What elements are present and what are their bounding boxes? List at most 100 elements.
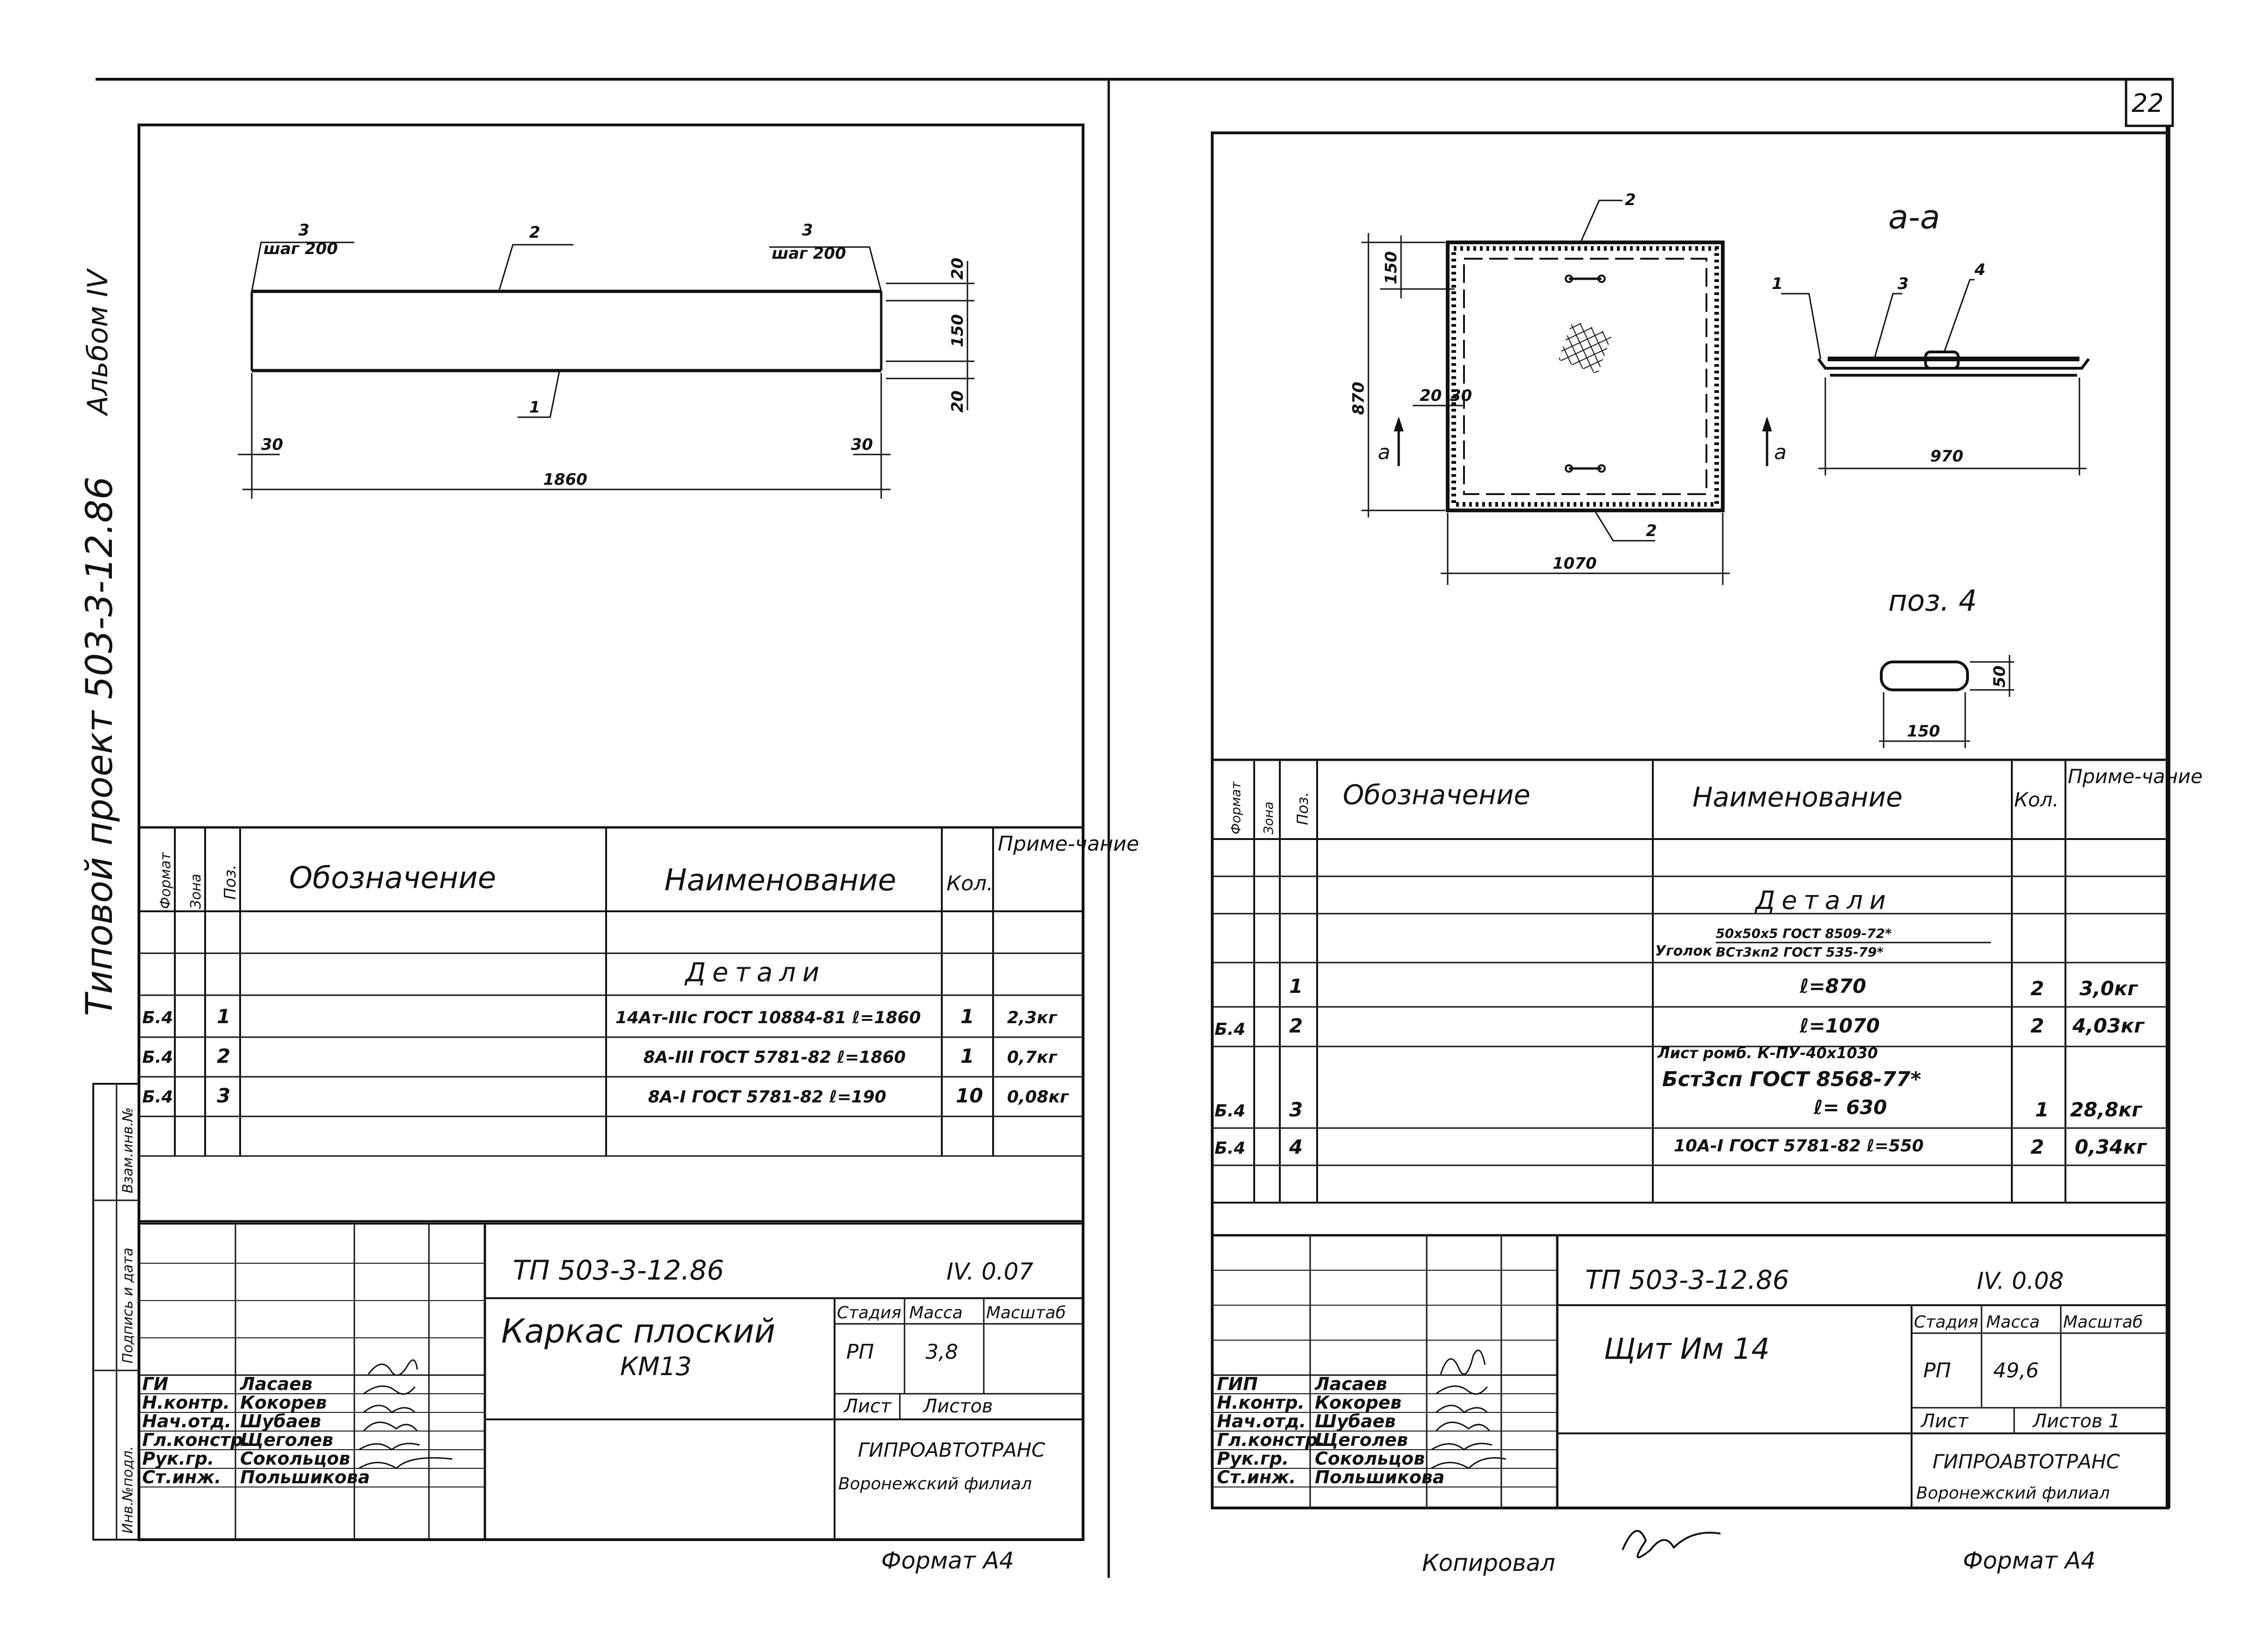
svg-text:10А-I ГОСТ 5781-82 ℓ=550: 10А-I ГОСТ 5781-82 ℓ=550 xyxy=(1674,1136,1924,1156)
stamp1-sheet-code: IV. 0.07 xyxy=(946,1258,1034,1285)
dim-30-left: 30 xyxy=(261,435,283,454)
svg-text:Польшикова: Польшикова xyxy=(1315,1467,1444,1487)
stamp2-mass: 49,6 xyxy=(1993,1359,2039,1383)
stamp1-stage: РП xyxy=(846,1340,874,1364)
hdr2-designation: Обозначение xyxy=(1343,779,1530,811)
sheet-rhomb-line1: Лист ромб. К-ПУ-40х1030 xyxy=(1657,1044,1878,1062)
svg-text:Шубаев: Шубаев xyxy=(240,1411,321,1432)
stamp2-scale-h: Масштаб xyxy=(2063,1313,2143,1332)
svg-text:Б.4: Б.4 xyxy=(142,1048,173,1067)
svg-text:0,08кг: 0,08кг xyxy=(1007,1088,1069,1107)
plan-dim-1070: 1070 xyxy=(1553,554,1597,573)
stamp2-sheets-h: Листов 1 xyxy=(2032,1411,2120,1432)
svg-text:1: 1 xyxy=(2035,1098,2049,1121)
svg-text:3,0кг: 3,0кг xyxy=(2079,977,2139,1000)
side-album-label: Альбом IV xyxy=(82,268,114,417)
aa-label-4: 4 xyxy=(1974,261,1986,279)
dim-20a: 20 xyxy=(948,258,967,280)
stamp2-stage-h: Стадия xyxy=(1914,1313,1978,1332)
stamp2-sheet-code: IV. 0.08 xyxy=(1977,1267,2064,1294)
stamp1-stage-h: Стадия xyxy=(837,1303,901,1322)
svg-text:Б.4: Б.4 xyxy=(1215,1101,1245,1121)
svg-text:Щеголев: Щеголев xyxy=(1315,1430,1408,1450)
stamp1-sheet-h: Лист xyxy=(843,1396,892,1417)
svg-text:0,7кг: 0,7кг xyxy=(1007,1048,1057,1067)
svg-text:Кокорев: Кокорев xyxy=(240,1392,327,1413)
hdr2-pos: Поз. xyxy=(1294,792,1312,825)
sheet1-spec-table xyxy=(139,826,1083,1223)
stamp2-people: ГИП Ласаев Н.контр. Кокорев Нач.отд. Шуб… xyxy=(1217,1374,1444,1487)
pos4-dim-150: 150 xyxy=(1907,722,1940,741)
sheet1-footer: Формат А4 xyxy=(881,1547,1014,1574)
svg-text:2: 2 xyxy=(1289,1014,1303,1037)
svg-text:Б.4: Б.4 xyxy=(1215,1020,1245,1039)
dim-1-bottom: 1 xyxy=(529,398,540,417)
sheet2-row-4: Б.4 4 10А-I ГОСТ 5781-82 ℓ=550 2 0,34кг xyxy=(1215,1136,2148,1158)
svg-text:ГИ: ГИ xyxy=(142,1374,168,1394)
svg-text:Н.контр.: Н.контр. xyxy=(1217,1392,1305,1413)
stamp1-title-2: КМ13 xyxy=(620,1352,692,1381)
aa-label-3: 3 xyxy=(1898,275,1909,293)
svg-text:Рук.гр.: Рук.гр. xyxy=(142,1448,214,1469)
svg-text:14Ат-IIIс ГОСТ 10884-81 ℓ=1860: 14Ат-IIIс ГОСТ 10884-81 ℓ=1860 xyxy=(615,1008,921,1027)
section-aa-drawing xyxy=(1781,279,2090,475)
stamp2-title: Щит Им 14 xyxy=(1604,1332,1770,1366)
sheet1-row-1: Б.4 1 14Ат-IIIс ГОСТ 10884-81 ℓ=1860 1 2… xyxy=(142,1005,1057,1028)
hdr2-name: Наименование xyxy=(1692,781,1903,813)
svg-text:ℓ= 630: ℓ= 630 xyxy=(1813,1096,1887,1119)
hdr-pos: Поз. xyxy=(221,865,240,900)
side-project-label: Типовой проект 503-3-12.86 xyxy=(79,476,121,1016)
svg-text:2: 2 xyxy=(2030,1014,2044,1037)
svg-text:ГИП: ГИП xyxy=(1217,1374,1258,1394)
dim-step-left: шаг 200 xyxy=(263,240,338,258)
svg-text:Ст.инж.: Ст.инж. xyxy=(1217,1467,1296,1487)
dim-3-right: 3 xyxy=(802,221,813,240)
svg-text:0,34кг: 0,34кг xyxy=(2075,1136,2148,1158)
sheet1-frame xyxy=(138,124,1084,1541)
svg-text:Шубаев: Шубаев xyxy=(1315,1411,1396,1432)
svg-text:Ласаев: Ласаев xyxy=(1314,1374,1387,1394)
sheet2-spec-table xyxy=(1212,758,2168,1237)
stamp1-mass-h: Масса xyxy=(909,1303,963,1322)
svg-text:3: 3 xyxy=(217,1084,230,1107)
svg-text:Нач.отд.: Нач.отд. xyxy=(142,1411,231,1432)
plan-dim-150: 150 xyxy=(1382,251,1401,284)
svg-text:2: 2 xyxy=(217,1045,230,1067)
svg-text:Сокольцов: Сокольцов xyxy=(240,1448,350,1469)
angle-label: Уголок xyxy=(1655,943,1712,959)
svg-text:Щеголев: Щеголев xyxy=(240,1430,333,1450)
dim-3-left: 3 xyxy=(298,221,310,240)
svg-text:ℓ=870: ℓ=870 xyxy=(1799,975,1866,998)
hdr-zone: Зона xyxy=(188,874,204,909)
svg-text:1: 1 xyxy=(217,1005,230,1028)
svg-text:1: 1 xyxy=(1289,975,1303,998)
aa-dim-970: 970 xyxy=(1930,447,1963,466)
plan-dim-2-top: 2 xyxy=(1625,191,1636,209)
aa-label-1: 1 xyxy=(1772,275,1783,293)
sheet2-frame xyxy=(1211,131,2169,1509)
svg-text:Ст.инж.: Ст.инж. xyxy=(142,1467,221,1487)
stamp1-scale-h: Масштаб xyxy=(986,1303,1066,1322)
side-col-sign: Подпись и дата xyxy=(120,1248,136,1364)
svg-text:Ласаев: Ласаев xyxy=(240,1374,312,1394)
stamp1-sheets-h: Листов xyxy=(922,1396,993,1417)
stamp2-stage: РП xyxy=(1923,1359,1951,1383)
angle-denominator: ВСт3кп2 ГОСТ 535-79* xyxy=(1716,944,1884,960)
svg-text:Нач.отд.: Нач.отд. xyxy=(1217,1411,1306,1432)
svg-text:Н.контр.: Н.контр. xyxy=(142,1392,230,1413)
stamp1-code: ТП 503-3-12.86 xyxy=(513,1254,724,1286)
page-number: 22 xyxy=(2132,89,2164,118)
plan-dim-20: 20 xyxy=(1420,386,1442,405)
sheet-rhomb-line2: Бст3сп ГОСТ 8568-77* xyxy=(1662,1067,1921,1091)
hdr-note: Приме-чание xyxy=(998,832,1139,856)
svg-text:Б.4: Б.4 xyxy=(142,1008,173,1027)
section-aa-label: а-а xyxy=(1888,198,1940,236)
side-col-inv: Инв.№подл. xyxy=(120,1446,136,1534)
svg-text:Рук.гр.: Рук.гр. xyxy=(1217,1448,1289,1469)
sheet1-title-block xyxy=(139,1223,1083,1540)
svg-text:ℓ=1070: ℓ=1070 xyxy=(1799,1014,1880,1037)
stamp1-title-1: Каркас плоский xyxy=(501,1312,775,1350)
svg-text:2: 2 xyxy=(2030,1136,2044,1158)
section-details-2: Детали xyxy=(1754,886,1892,915)
